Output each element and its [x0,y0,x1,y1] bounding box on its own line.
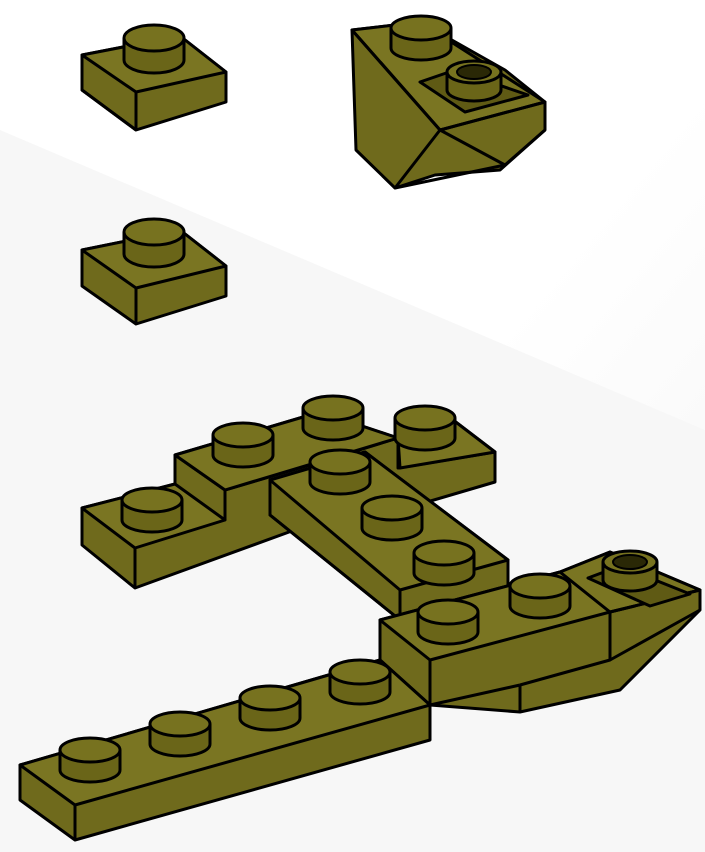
stud [414,541,474,585]
stud [60,738,120,782]
stud [510,574,570,618]
stud [124,219,184,267]
stud [240,686,300,730]
stud [122,488,182,532]
stud [362,496,422,540]
hollow-stud [447,61,501,101]
stud [330,660,390,704]
stud [391,16,451,60]
stud [303,396,363,440]
hollow-stud [603,551,657,591]
stud [124,25,184,73]
stud [150,712,210,756]
stud [213,423,273,467]
stud [418,600,478,644]
stud [310,450,370,494]
stud [395,406,455,450]
